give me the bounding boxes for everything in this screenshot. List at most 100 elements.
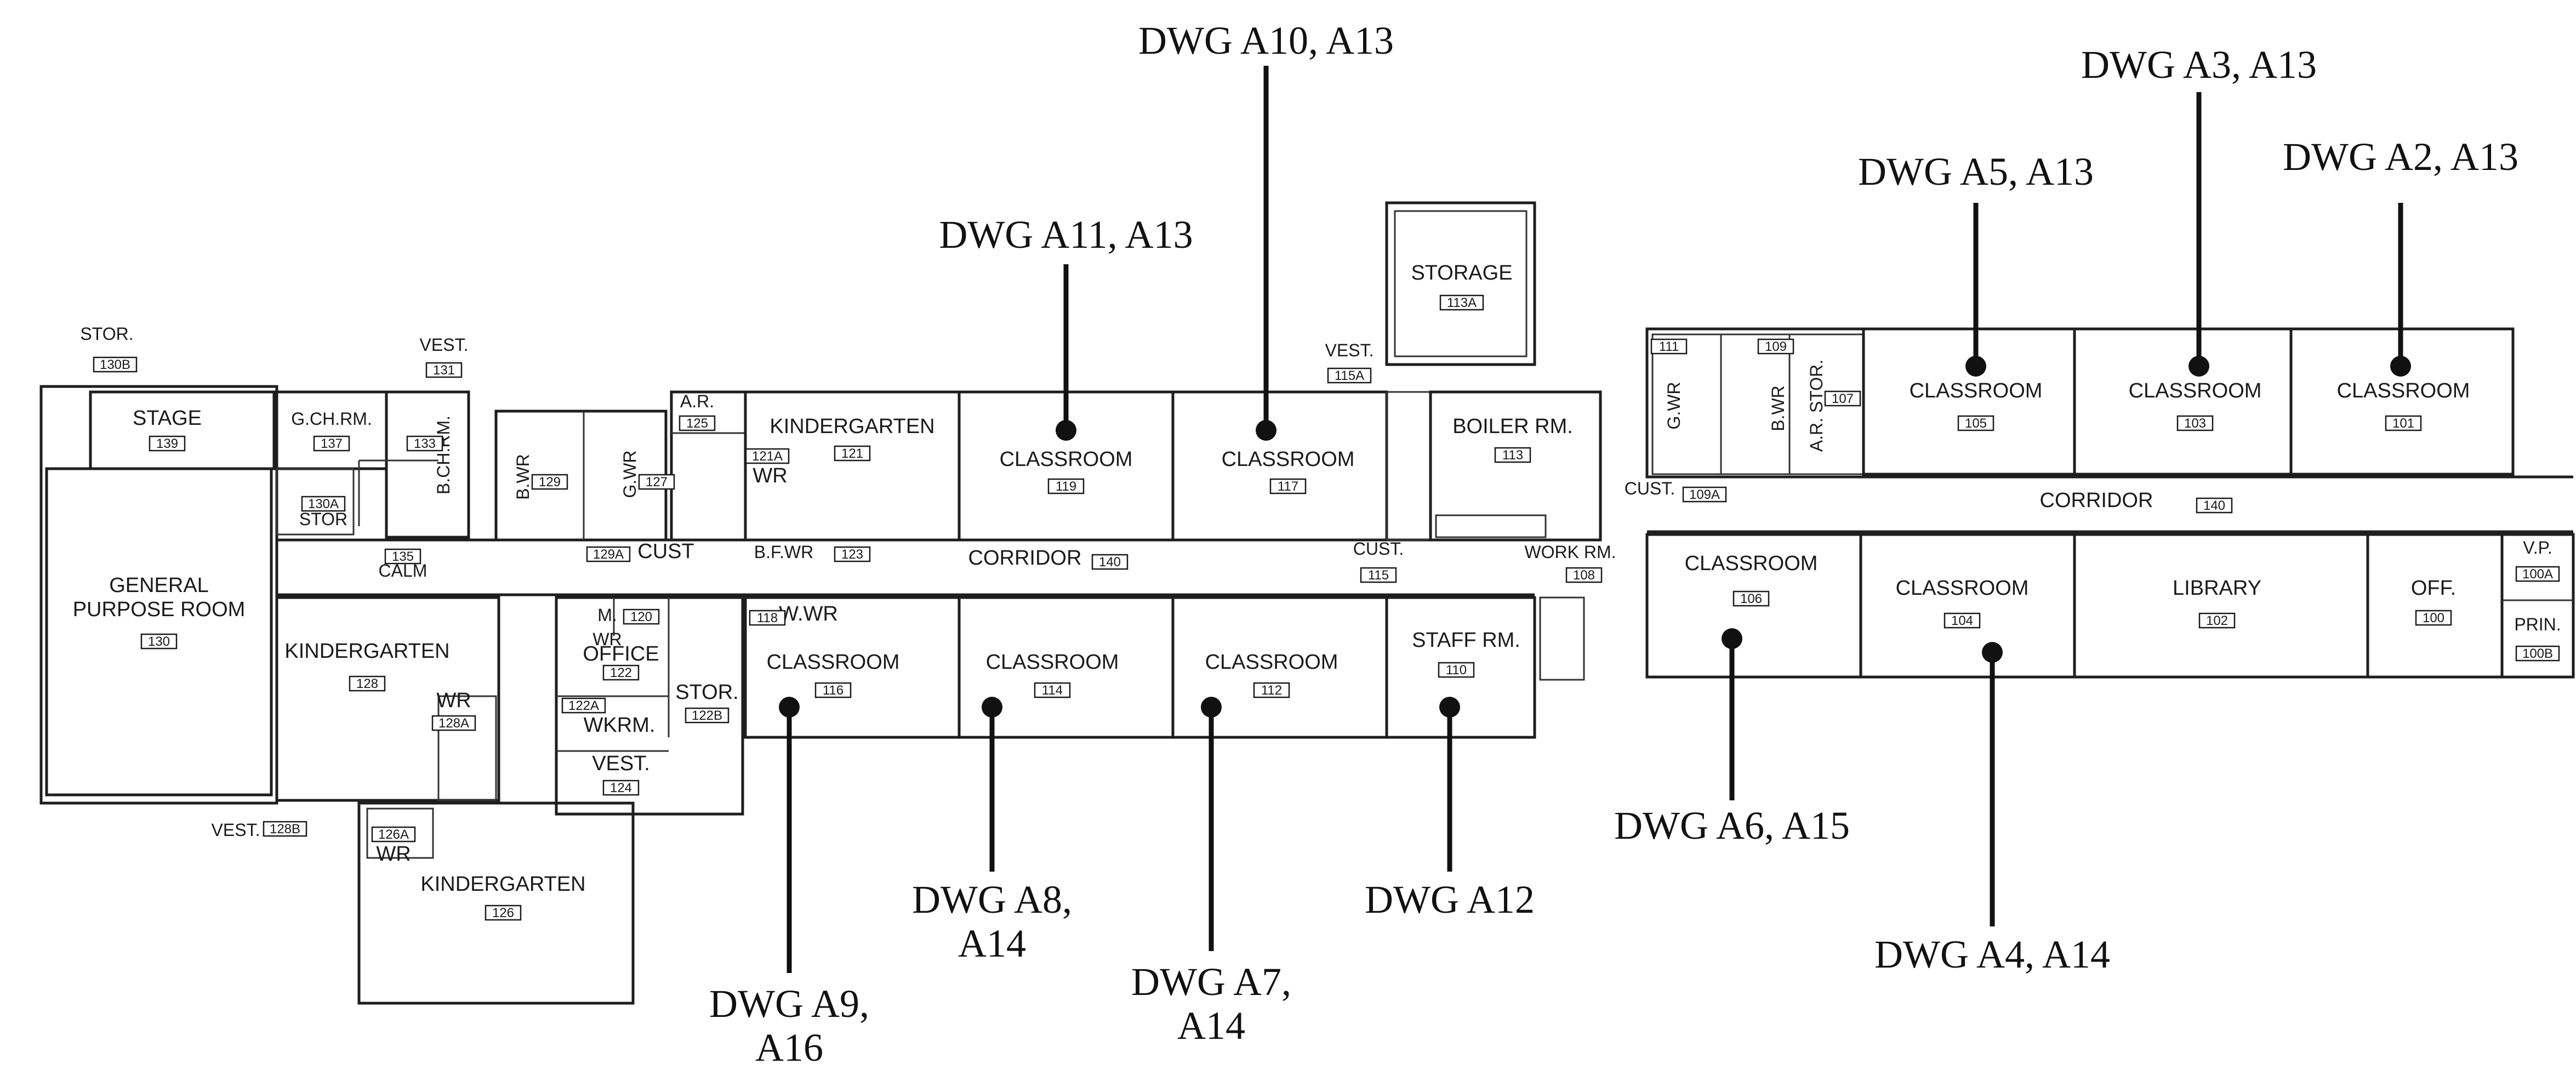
room-name-label: STAFF RM.	[1412, 629, 1520, 652]
room-name-label: OFF.	[2411, 577, 2456, 600]
room-name-label: VEST.	[592, 752, 650, 775]
room-number-box	[1732, 590, 1770, 607]
room-name-label: CLASSROOM	[1910, 379, 2043, 402]
room-number-label: 116	[823, 683, 844, 698]
room-number-box	[1269, 478, 1307, 494]
room-number-label: 124	[610, 781, 632, 795]
room-number-label: 103	[2184, 416, 2206, 431]
room-117: CLASSROOM 117	[1222, 448, 1355, 494]
room-number-label: 131	[433, 363, 455, 378]
room-number-box	[406, 435, 443, 452]
room-number-label: 100A	[2522, 567, 2553, 582]
room-105: CLASSROOM 105	[1910, 379, 2043, 431]
room-name-label: STAGE	[133, 407, 202, 430]
room-number-label: 130A	[308, 497, 339, 511]
callout-dot	[1965, 356, 1986, 377]
room-name-label: VEST.	[212, 820, 260, 840]
callout-dot	[2189, 356, 2209, 377]
room-name-label: VEST.	[1325, 340, 1374, 360]
callout-a6: DWG A6, A15	[1614, 628, 1850, 848]
callout-dot	[779, 697, 800, 718]
room-number-box	[384, 548, 421, 565]
room-number-label: 129A	[593, 547, 624, 562]
room-number-box	[602, 664, 640, 681]
room-name-label: WKRM.	[584, 714, 656, 737]
room-name-label: CUST.	[1625, 479, 1675, 498]
room-number-label: 109A	[1689, 487, 1720, 502]
room-number-box	[834, 546, 871, 562]
room-124: VEST. 124	[592, 752, 650, 796]
room-name-label: VEST.	[420, 335, 469, 355]
room-number-box	[2515, 645, 2560, 662]
room-name-label: G.CH.RM.	[291, 409, 372, 429]
room-number-label: 139	[156, 436, 178, 451]
room-number-label: 128	[356, 676, 378, 691]
room-number-box	[1757, 338, 1794, 355]
room-number-box	[531, 474, 568, 490]
room-name-label: CLASSROOM	[1000, 448, 1133, 471]
room-name-label: CORRIDOR	[968, 547, 1082, 570]
room-103: CLASSROOM 103	[2129, 379, 2262, 431]
callout-a3: DWG A3, A13	[2081, 43, 2317, 377]
room-number-label: 140	[2203, 498, 2225, 513]
room-number-label: 117	[1278, 479, 1298, 494]
room-number-label: 105	[1965, 416, 1987, 431]
callout-label: DWG A3, A13	[2081, 43, 2317, 87]
room-number-box	[679, 415, 716, 431]
room-number-label: 115	[1368, 568, 1389, 583]
room-number-label: 114	[1042, 683, 1063, 698]
room-number-box	[834, 445, 871, 462]
room-name-label: CLASSROOM	[1896, 577, 2029, 600]
room-number-box	[1439, 294, 1484, 311]
room-number-label: 126A	[378, 827, 409, 842]
room-number-label: 140	[1099, 555, 1121, 570]
room-name-label: CORRIDOR	[2040, 489, 2153, 512]
room-number-box	[638, 474, 675, 490]
room-number-label: 129	[539, 475, 561, 490]
room-number-label: 108	[1573, 568, 1595, 583]
room-name-label: B.F.WR	[754, 542, 813, 562]
callout-label: DWG A5, A13	[1858, 150, 2094, 194]
room-name-label: CLASSROOM	[2129, 379, 2262, 402]
room-number-label: 127	[646, 475, 668, 490]
callout-label: A14	[1177, 1004, 1245, 1048]
room-name-label: CUST.	[1353, 539, 1404, 559]
room-number-label: 120	[630, 610, 652, 624]
room-number-label: 119	[1056, 479, 1076, 494]
callout-dot	[1722, 628, 1742, 649]
room-110: STAFF RM.110	[1412, 629, 1520, 678]
room-100: OFF.100	[2411, 577, 2456, 626]
room-number-box	[431, 715, 476, 731]
room-113: BOILER RM.113	[1452, 415, 1573, 463]
room-133: B.CH.RM.133	[406, 416, 453, 494]
room-wkrm: WKRM.	[584, 714, 656, 737]
room-number-label: 133	[414, 436, 436, 451]
room-128b: VEST.128B	[212, 820, 307, 840]
room-108: WORK RM.108	[1524, 542, 1616, 583]
room-number-label: 122B	[692, 708, 722, 723]
callout-a4: DWG A4, A14	[1874, 642, 2110, 976]
room-name-label: OFFICE	[583, 642, 659, 666]
callout-a11: DWG A11, A13	[939, 213, 1193, 441]
room-number-label: 130B	[100, 357, 130, 372]
room-name-label: CLASSROOM	[1222, 448, 1355, 471]
room-name-label: STOR.	[675, 681, 738, 704]
room-number-box	[1824, 390, 1861, 407]
room-number-box	[561, 697, 606, 714]
room-number-box	[1327, 367, 1372, 384]
room-number-box	[623, 608, 660, 625]
room-115a: VEST.115A	[1325, 340, 1374, 384]
room-number-box	[745, 448, 790, 464]
room-number-box	[301, 496, 346, 512]
callout-label: DWG A4, A14	[1874, 932, 2110, 976]
